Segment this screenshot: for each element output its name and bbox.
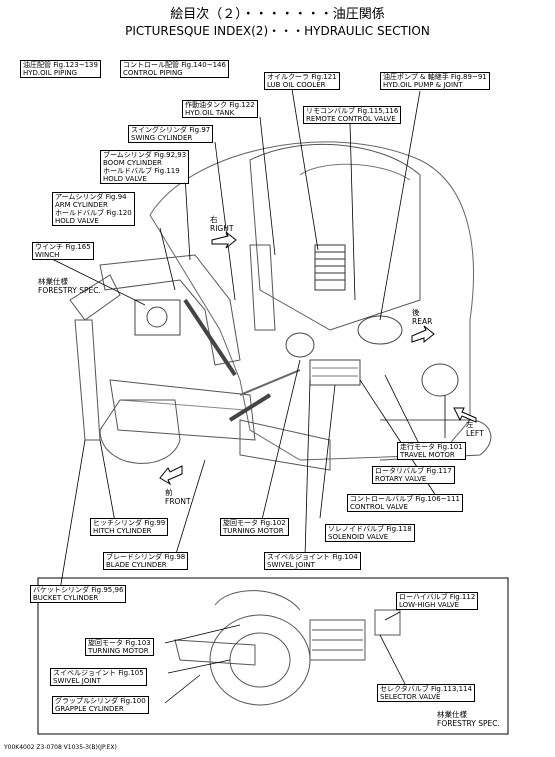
page-title-en: PICTURESQUE INDEX(2)・・・HYDRAULIC SECTION	[125, 24, 430, 38]
front-arrow-icon	[159, 465, 183, 486]
footer-code: Y00K4002 Z3-0708 V1035-3(B)(JP.EX)	[4, 744, 117, 751]
left-arrow-icon	[453, 407, 477, 423]
page-title-jp: 絵目次（２）・・・・・・・油圧関係	[170, 7, 385, 22]
right-arrow-icon	[211, 231, 237, 249]
rear-arrow-icon	[411, 325, 435, 344]
